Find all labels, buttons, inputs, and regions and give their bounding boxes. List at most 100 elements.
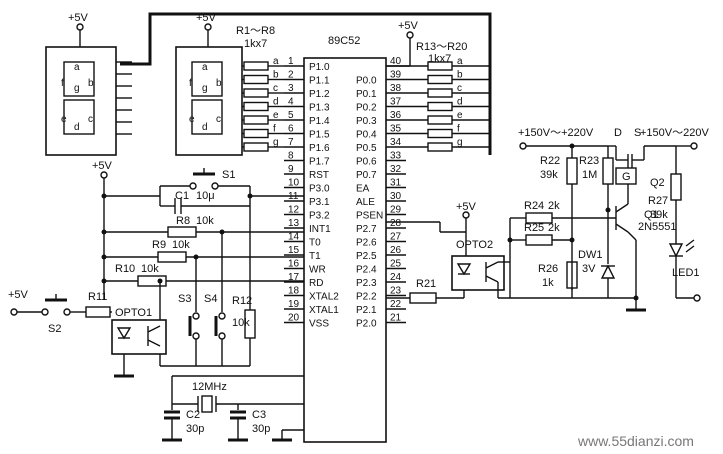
r1-r8-value: 1kx7 <box>244 38 267 50</box>
segment-label-e: e <box>189 114 195 125</box>
reset-vcc-label: +5V <box>92 160 113 172</box>
r24-label: R24 <box>524 200 544 212</box>
pin-number-30: 30 <box>390 191 402 202</box>
segment-label-b: b <box>216 78 222 89</box>
r24-value: 2k <box>548 200 560 212</box>
pin-number-19: 19 <box>288 299 300 310</box>
pin-number-9: 9 <box>288 164 294 175</box>
r1-r8-label: R1～R8 <box>236 25 275 37</box>
pin-label-16: WR <box>309 265 326 276</box>
rnet-resistor-f <box>427 128 453 139</box>
rnet-resistor-c <box>427 88 453 98</box>
s4-label: S4 <box>204 293 217 305</box>
pin-label-13: INT1 <box>309 224 331 235</box>
pin-label-19: XTAL1 <box>309 305 339 316</box>
pin-number-20: 20 <box>288 313 300 324</box>
pin-label-15: T1 <box>309 251 321 262</box>
pin-label-11: P3.1 <box>309 197 330 208</box>
pin-label-6: P1.5 <box>309 130 330 141</box>
rnet-segment-g: g <box>457 137 463 148</box>
ic-name: 89C52 <box>328 35 360 47</box>
pin-number-16: 16 <box>288 259 300 270</box>
r12-value: 10k <box>232 317 250 329</box>
pin-number-32: 32 <box>390 164 402 175</box>
pin-label-14: T0 <box>309 238 321 249</box>
pin-number-33: 33 <box>390 151 402 162</box>
watermark: www.55dianzi.com <box>577 433 694 449</box>
rnet-resistor-f <box>243 128 269 139</box>
rnet-segment-c: c <box>273 83 278 94</box>
pin-number-2: 2 <box>288 70 294 81</box>
segment-label-d: d <box>74 122 80 133</box>
pin-number-15: 15 <box>288 245 300 256</box>
q1-value: 2N5551 <box>638 221 677 233</box>
rnet-segment-e: e <box>457 110 463 121</box>
pin-number-23: 23 <box>390 286 402 297</box>
pin-number-1: 1 <box>288 56 294 67</box>
segment-label-f: f <box>189 78 192 89</box>
pin-label-36: P0.3 <box>356 116 377 127</box>
pin-number-3: 3 <box>288 83 294 94</box>
pin-label-8: P1.7 <box>309 157 330 168</box>
rnet-resistor-d <box>427 101 453 112</box>
r25-label: R25 <box>524 222 544 234</box>
led1-label: LED1 <box>672 267 700 279</box>
top-bus <box>120 12 492 155</box>
hv-rail-2-label: +150V～220V <box>640 127 709 139</box>
pin-label-10: P3.0 <box>309 184 330 195</box>
pin-label-17: RD <box>309 278 323 289</box>
r26-label: R26 <box>538 263 558 275</box>
segment-label-b: b <box>88 78 94 89</box>
c1-value: 10μ <box>196 190 215 202</box>
pin-number-22: 22 <box>390 299 402 310</box>
pin-label-35: P0.4 <box>356 130 377 141</box>
pin-label-39: P0.0 <box>356 76 377 87</box>
r10-value: 10k <box>141 263 159 275</box>
pin-label-27: P2.6 <box>356 238 377 249</box>
rnet-resistor-e <box>427 115 453 125</box>
segment-label-e: e <box>61 114 67 125</box>
r10-label: R10 <box>115 263 135 275</box>
q2-label: Q2 <box>650 177 665 189</box>
pin-label-37: P0.2 <box>356 103 377 114</box>
pin-number-29: 29 <box>390 205 402 216</box>
pin-label-2: P1.1 <box>309 76 330 87</box>
pin-number-36: 36 <box>390 110 402 121</box>
display-1-body <box>45 46 117 156</box>
pin-number-7: 7 <box>288 137 294 148</box>
pin-number-6: 6 <box>288 124 294 135</box>
rnet-resistor-g <box>243 142 269 152</box>
rnet-segment-g: g <box>273 137 279 148</box>
pin-number-31: 31 <box>390 178 402 189</box>
pin-number-39: 39 <box>390 70 402 81</box>
c2-label: C2 <box>186 409 200 421</box>
opto2-vcc-label: +5V <box>456 201 477 213</box>
rnet-resistor-d <box>243 101 269 112</box>
pin-number-38: 38 <box>390 83 402 94</box>
opto2 <box>451 255 505 291</box>
s1-label: S1 <box>222 169 235 181</box>
rnet-segment-f: f <box>457 124 460 135</box>
pin-number-17: 17 <box>288 272 300 283</box>
rnet-segment-b: b <box>273 70 279 81</box>
rnet-segment-a: a <box>273 56 279 67</box>
segment-label-g: g <box>202 83 208 94</box>
r21-label: R21 <box>416 278 436 290</box>
c1-label: C1 <box>175 190 189 202</box>
r11-label: R11 <box>88 291 107 303</box>
pin-number-12: 12 <box>288 205 300 216</box>
opto1 <box>111 319 167 355</box>
segment-label-a: a <box>202 62 208 73</box>
pin-label-31: EA <box>356 184 370 195</box>
s3-label: S3 <box>178 293 191 305</box>
pin-number-27: 27 <box>390 232 402 243</box>
q2-g-label: G <box>622 171 631 183</box>
crystal-label: 12MHz <box>192 381 227 393</box>
segment-label-c: c <box>88 114 93 125</box>
dw1-value: 3V <box>582 263 596 275</box>
display-2-body <box>175 46 243 156</box>
